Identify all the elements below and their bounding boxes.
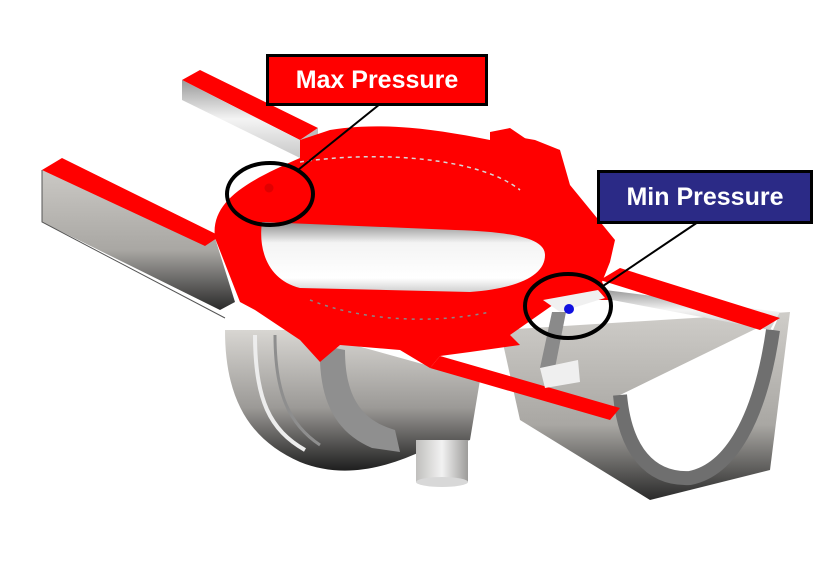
max-pressure-circle [225,161,315,227]
min-pressure-leader [602,221,699,287]
min-pressure-indicator [523,221,699,340]
bore-opening [259,155,552,320]
max-pressure-indicator [225,103,381,227]
max-pressure-marker [264,183,274,193]
internal-channel [540,290,605,388]
max-pressure-leader [297,103,381,171]
min-pressure-circle [523,272,613,340]
min-pressure-label: Min Pressure [597,170,813,224]
max-pressure-label: Max Pressure [266,54,488,106]
right-pipe [430,268,790,500]
left-pipe [41,158,235,319]
valve-bowl [225,330,480,487]
min-pressure-marker [564,304,574,314]
max-pressure-text: Max Pressure [295,65,459,94]
min-pressure-text: Min Pressure [626,182,784,211]
